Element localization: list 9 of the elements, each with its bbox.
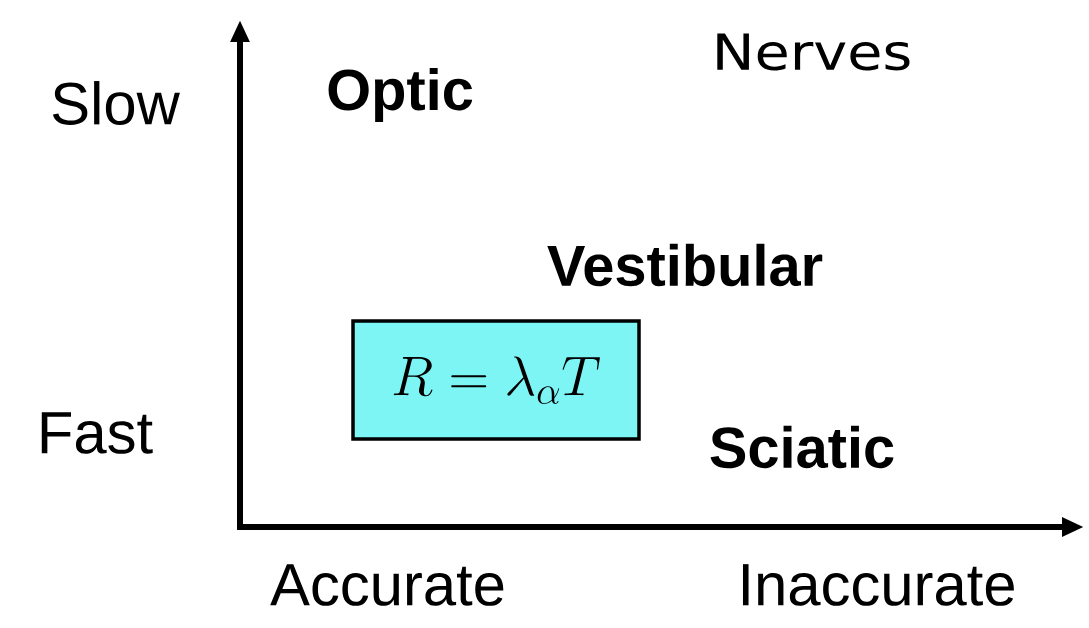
axis-label: Inaccurate [742,564,1014,606]
nerve-label: Optic [328,68,473,122]
axis-label: Slow [52,81,180,125]
nerve-label: Sciatic [710,425,894,469]
title: Nerves [717,33,910,71]
axis-label: Accurate [270,564,504,606]
axis-label: Fast [41,412,153,454]
formula-box: $R = \lambda_\alpha T$ [351,319,641,441]
nerve-label: Vestibular [547,243,823,287]
